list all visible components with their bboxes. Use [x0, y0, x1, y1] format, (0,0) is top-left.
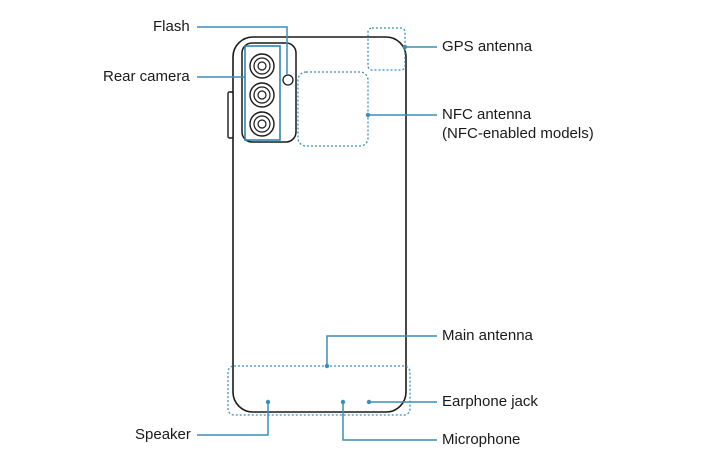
nfc-antenna-dot: [365, 112, 371, 118]
earphone-jack-dot: [366, 399, 372, 405]
rear-camera-highlight: [244, 45, 281, 141]
microphone-label: Microphone: [442, 431, 521, 448]
nfc-antenna-region: [297, 71, 369, 147]
microphone-leader: [342, 402, 437, 441]
camera-lens-2: [249, 82, 275, 108]
main-antenna-label: Main antenna: [442, 327, 533, 344]
gps-antenna-label: GPS antenna: [442, 38, 533, 55]
camera-lens-3: [249, 111, 275, 137]
nfc-antenna-label-line2: (NFC-enabled models): [442, 125, 594, 142]
flash-leader: [197, 26, 288, 75]
camera-lens-1: [249, 53, 275, 79]
main-antenna-dot: [324, 363, 330, 369]
gps-antenna-dot: [402, 44, 408, 50]
earphone-jack-label: Earphone jack: [442, 393, 538, 410]
microphone-dot: [340, 399, 346, 405]
speaker-label: Speaker: [135, 426, 191, 443]
speaker-dot: [265, 399, 271, 405]
main-antenna-region: [227, 365, 411, 416]
flash-icon: [282, 74, 294, 86]
speaker-leader: [197, 402, 269, 436]
rear-camera-label: Rear camera: [103, 68, 190, 85]
flash-label: Flash: [153, 18, 190, 35]
side-button: [227, 91, 234, 139]
main-antenna-leader: [326, 335, 437, 366]
nfc-antenna-label-line1: NFC antenna: [442, 106, 532, 123]
